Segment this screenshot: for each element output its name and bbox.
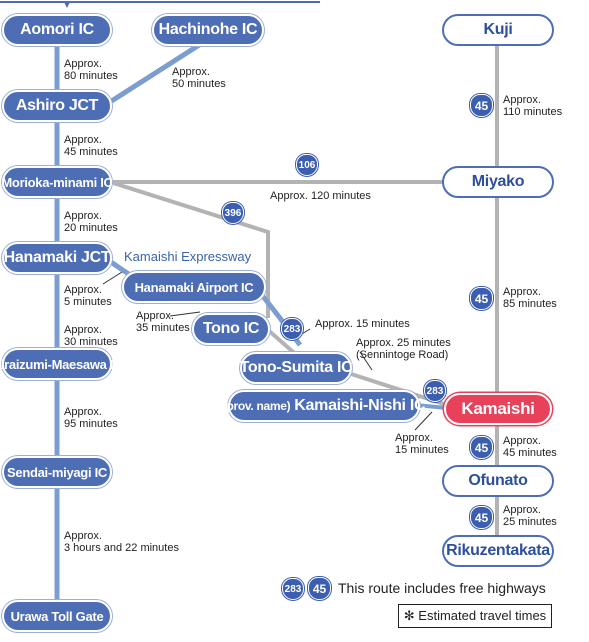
time-sumita-kamaishi: Approx. 25 minutes (Sennintoge Road) <box>356 337 451 361</box>
route-45-shield-miyako: 45 <box>470 287 493 310</box>
node-hiraizumi-maesawa-ic[interactable]: Hiraizumi-Maesawa IC <box>0 348 123 380</box>
node-tono-sumita-ic[interactable]: Tono-Sumita IC <box>240 352 353 384</box>
route-283-shield-tono: 283 <box>281 318 303 340</box>
node-sendai-miyagi-ic[interactable]: Sendai-miyagi IC <box>2 456 112 488</box>
leader-5min <box>102 271 123 285</box>
provisional-name-prefix: (prov. name) <box>222 399 291 413</box>
node-hachinohe-ic[interactable]: Hachinohe IC <box>152 14 264 46</box>
time-ofunato-rikuzentakata: Approx. 25 minutes <box>503 504 557 528</box>
route-396-line <box>109 180 270 318</box>
route-106-shield: 106 <box>296 154 318 176</box>
time-kuji-miyako: Approx. 110 minutes <box>503 94 563 118</box>
node-aomori-ic[interactable]: Aomori IC <box>2 14 112 46</box>
time-aomori-ashiro: Approx. 80 minutes <box>64 58 118 82</box>
nishi-kamaishi-line <box>414 403 448 410</box>
route-45-shield-kuji: 45 <box>470 94 493 117</box>
time-airport-tono: Approx. 35 minutes <box>136 310 190 334</box>
time-miyako-kamaishi: Approx. 85 minutes <box>503 286 557 310</box>
node-tono-ic[interactable]: Tono IC <box>192 313 270 345</box>
legend-text: This route includes free highways <box>338 580 546 596</box>
node-hanamaki-jct[interactable]: Hanamaki JCT <box>2 242 112 274</box>
leader-nishi <box>414 411 433 431</box>
time-hanamaki-hiraizumi: Approx. 30 minutes <box>64 324 118 348</box>
time-nishi-kamaishi: Approx. 15 minutes <box>395 432 449 456</box>
node-hanamaki-airport-ic[interactable]: Hanamaki Airport IC <box>122 271 266 303</box>
node-morioka-minami-ic[interactable]: Morioka-minami IC <box>1 166 113 198</box>
time-kamaishi-ofunato: Approx. 45 minutes <box>503 435 557 459</box>
time-hachinohe-ashiro: Approx. 50 minutes <box>172 66 226 90</box>
time-hiraizumi-sendai: Approx. 95 minutes <box>64 406 118 430</box>
time-morioka-miyako: Approx. 120 minutes <box>270 190 371 202</box>
estimated-times-note: ✻ Estimated travel times <box>398 604 552 628</box>
node-miyako[interactable]: Miyako <box>442 166 554 198</box>
time-ashiro-morioka: Approx. 45 minutes <box>64 134 118 158</box>
node-ashiro-jct[interactable]: Ashiro JCT <box>2 90 112 122</box>
hachinohe-ashiro-line <box>108 37 209 105</box>
node-kuji[interactable]: Kuji <box>442 14 554 46</box>
route-396-shield: 396 <box>222 202 244 224</box>
route-45-shield-ofunato: 45 <box>470 506 493 529</box>
legend-283-shield: 283 <box>282 578 304 600</box>
route-45-shield-kamaishi: 45 <box>470 436 493 459</box>
node-ofunato[interactable]: Ofunato <box>442 465 554 497</box>
time-tono-sumita: Approx. 15 minutes <box>315 318 410 330</box>
leader-35min <box>169 311 201 317</box>
legend-45-shield: 45 <box>308 577 331 600</box>
kamaishi-expressway-label: Kamaishi Expressway <box>124 249 252 264</box>
node-urawa-toll-gate[interactable]: Urawa Toll Gate <box>2 600 112 632</box>
leader-25min <box>359 351 373 371</box>
node-rikuzentakata[interactable]: Rikuzentakata <box>442 535 554 567</box>
top-arrow <box>64 2 70 8</box>
node-kamaishi[interactable]: Kamaishi <box>444 393 552 425</box>
kamaishi-nishi-label: Kamaishi-Nishi IC <box>294 397 426 414</box>
node-kamaishi-nishi-ic[interactable]: (prov. name)Kamaishi-Nishi IC <box>223 390 426 422</box>
route-283-shield-kamaishi: 283 <box>424 380 446 402</box>
time-morioka-hanamaki: Approx. 20 minutes <box>64 210 118 234</box>
time-hanamaki-airport: Approx. 5 minutes <box>64 284 112 308</box>
time-sendai-urawa: Approx. 3 hours and 22 minutes <box>64 530 179 554</box>
